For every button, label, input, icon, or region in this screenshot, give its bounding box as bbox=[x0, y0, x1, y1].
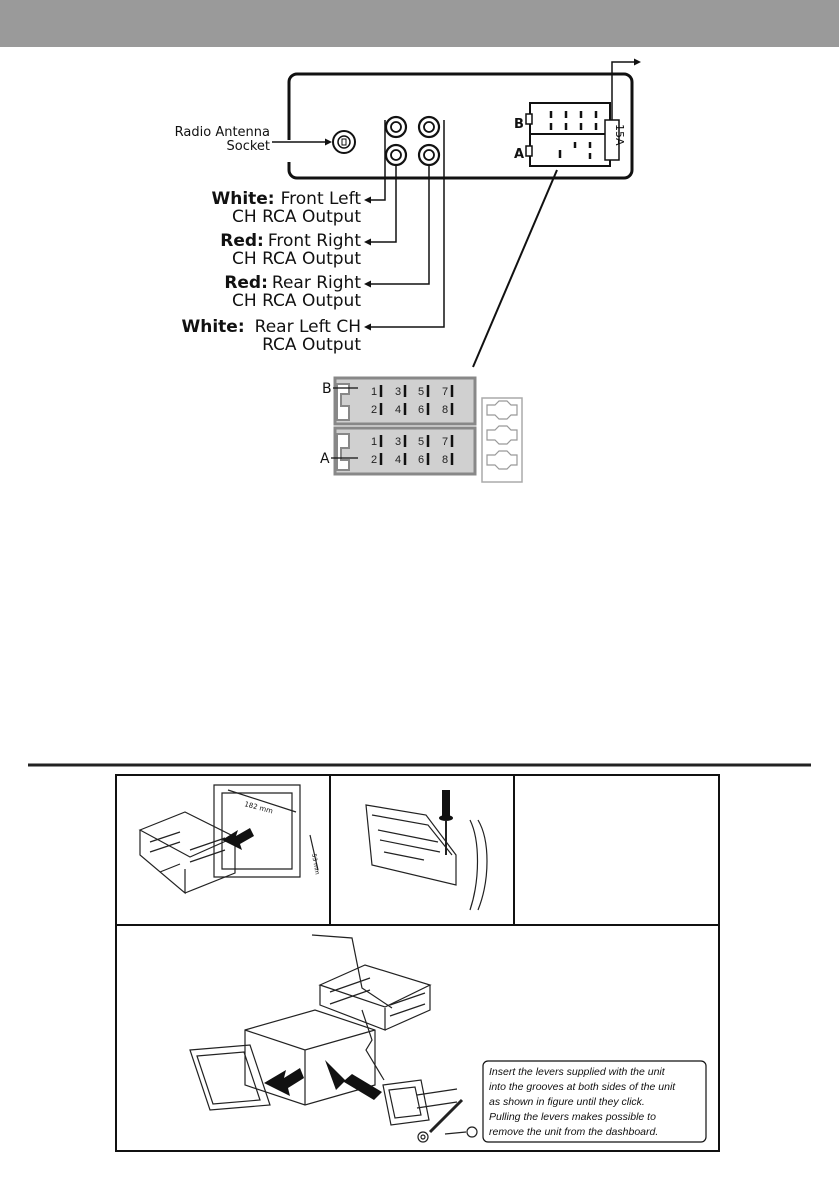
out4-label: Rear Left CH bbox=[255, 317, 361, 337]
header-bar bbox=[0, 0, 839, 47]
panel-block-b: B bbox=[514, 117, 524, 132]
out3-label-line2: CH RCA Output bbox=[232, 291, 361, 311]
svg-text:White:Rear Left CH: White: Rear Left CH bbox=[182, 317, 362, 337]
antenna-label-line2: Socket bbox=[226, 139, 270, 154]
rca-jacks bbox=[384, 115, 441, 167]
panel-iso-connector bbox=[525, 102, 620, 167]
svg-text:3: 3 bbox=[395, 436, 401, 448]
out1-label-line2: CH RCA Output bbox=[232, 207, 361, 227]
antenna-socket bbox=[332, 130, 356, 154]
panel4-removal bbox=[189, 934, 478, 1143]
note-line5: remove the unit from the dashboard. bbox=[489, 1126, 658, 1138]
rear-panel bbox=[287, 72, 634, 180]
svg-text:2: 2 bbox=[371, 454, 377, 466]
svg-text:Red:Rear Right: Red:Rear Right bbox=[224, 273, 361, 293]
svg-text:4: 4 bbox=[395, 404, 401, 416]
note-line2: into the grooves at both sides of the un… bbox=[489, 1081, 676, 1093]
detail-block-b: B bbox=[322, 381, 332, 397]
panel-block-a: A bbox=[514, 147, 524, 162]
svg-text:5: 5 bbox=[418, 436, 424, 448]
out3-label: Rear Right bbox=[272, 273, 361, 293]
svg-text:5: 5 bbox=[418, 386, 424, 398]
out2-label: Front Right bbox=[268, 231, 362, 251]
svg-text:7: 7 bbox=[442, 436, 448, 448]
height-dimension: 53 mm bbox=[310, 853, 321, 875]
antenna-label-line1: Radio Antenna bbox=[175, 125, 270, 140]
svg-text:6: 6 bbox=[418, 454, 424, 466]
svg-text:7: 7 bbox=[442, 386, 448, 398]
iso-connector-detail: 1 3 5 7 2 4 6 8 1 3 5 7 2 4 6 8 bbox=[333, 376, 523, 483]
note-line1: Insert the levers supplied with the unit bbox=[489, 1066, 666, 1078]
out3-color: Red: bbox=[224, 273, 268, 293]
svg-text:4: 4 bbox=[395, 454, 401, 466]
detail-block-a: A bbox=[320, 451, 330, 467]
svg-text:8: 8 bbox=[442, 454, 448, 466]
svg-text:1: 1 bbox=[371, 386, 377, 398]
out1-color: White: bbox=[211, 189, 274, 209]
out2-color: Red: bbox=[220, 231, 264, 251]
installation-figure: 182 mm 53 mm bbox=[115, 774, 720, 1152]
out4-color: White: bbox=[182, 317, 245, 337]
svg-text:6: 6 bbox=[418, 404, 424, 416]
svg-text:Red:Front Right: Red:Front Right bbox=[220, 231, 361, 251]
svg-text:White:Front Left: White: Front Left bbox=[211, 189, 361, 209]
instruction-note-box bbox=[482, 1060, 707, 1143]
panel2-screwdriver bbox=[365, 804, 488, 911]
out2-label-line2: CH RCA Output bbox=[232, 249, 361, 269]
fuse-label: 15A bbox=[613, 124, 626, 146]
out1-label: Front Left bbox=[281, 189, 362, 209]
svg-text:2: 2 bbox=[371, 404, 377, 416]
svg-text:8: 8 bbox=[442, 404, 448, 416]
note-line4: Pulling the levers makes possible to bbox=[489, 1111, 656, 1123]
svg-text:3: 3 bbox=[395, 386, 401, 398]
svg-text:1: 1 bbox=[371, 436, 377, 448]
width-dimension: 182 mm bbox=[243, 800, 273, 815]
out4-label-line2: RCA Output bbox=[262, 335, 361, 355]
note-line3: as shown in figure until they click. bbox=[489, 1096, 645, 1108]
